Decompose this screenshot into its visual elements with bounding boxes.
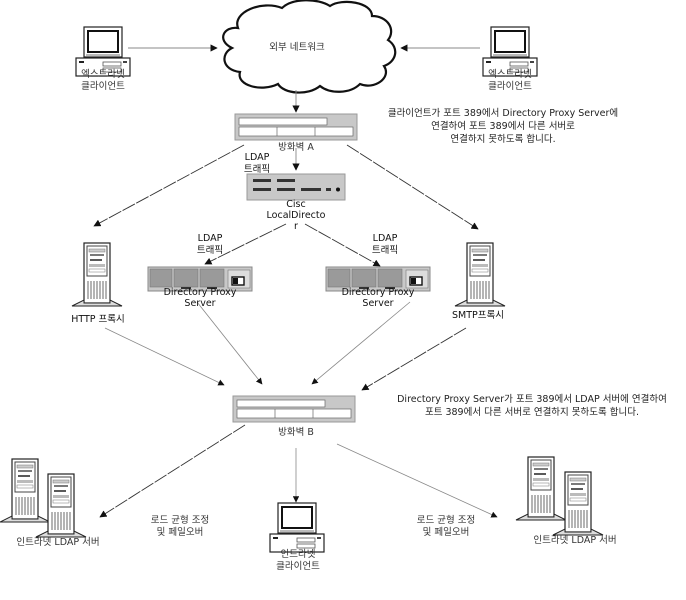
extranet-client-right-label: 엑스트라넷 클라이언트 [488,69,532,92]
edge-cisco-proxy-left [204,223,287,265]
ldap-traffic-left-label: LDAP 트래픽 [196,233,224,256]
cloud-shape [222,0,397,94]
intranet-ldap-left-label: 인트라넷 LDAP 서버 [16,537,100,548]
edge-firewall-b-ldap-left [99,424,246,518]
firewall-b-note: Directory Proxy Server가 포트 389에서 LDAP 서버… [397,394,667,418]
intranet-ldap-left-server1-icon [0,458,51,523]
directory-proxy-server-left-label: Directory Proxy Server [163,287,237,309]
intranet-client-icon [269,502,325,553]
edge-firewall-a-http-proxy [93,144,245,227]
extranet-client-left-label: 엑스트라넷 클라이언트 [81,69,125,92]
firewall-a-label: 방화벽 A [278,142,314,153]
firewall-a-icon [234,113,358,141]
cisco-localdirector-label: Cisc LocalDirecto r [266,199,326,232]
edge-http-proxy-firewall-b [104,327,225,386]
edge-proxy-right-firewall-b [311,301,411,385]
edge-firewall-a-smtp-proxy [346,144,479,230]
edge-cisco-proxy-right [304,223,381,267]
smtp-proxy-icon [454,242,506,307]
ldap-traffic-right-label: LDAP 트래픽 [371,233,399,256]
directory-proxy-server-right-label: Directory Proxy Server [341,287,415,309]
intranet-ldap-right-server2-icon [552,471,604,536]
cisco-localdirector-icon [246,173,346,201]
http-proxy-icon [71,242,123,307]
edge-proxy-left-firewall-b [196,301,263,385]
firewall-b-label: 방화벽 B [278,427,314,438]
cloud-label: 외부 네트워크 [269,42,325,53]
smtp-proxy-label: SMTP프록시 [452,310,504,321]
firewall-a-note: 클라이언트가 포트 389에서 Directory Proxy Server에 … [387,108,619,145]
ldap-traffic-top-label: LDAP 트래픽 [243,152,271,175]
intranet-ldap-right-server1-icon [515,456,567,521]
load-balancing-left-label: 로드 균형 조정 및 페일오버 [150,515,210,538]
intranet-ldap-left-server2-icon [35,473,87,538]
intranet-ldap-right-label: 인트라넷 LDAP 서버 [533,535,617,546]
edge-firewall-b-ldap-right [336,443,498,518]
firewall-b-icon [232,395,356,423]
intranet-client-label: 인트라넷 클라이언트 [276,549,320,572]
edge-smtp-proxy-firewall-b [361,327,467,391]
http-proxy-label: HTTP 프록시 [71,314,125,325]
load-balancing-right-label: 로드 균형 조정 및 페일오버 [416,515,476,538]
